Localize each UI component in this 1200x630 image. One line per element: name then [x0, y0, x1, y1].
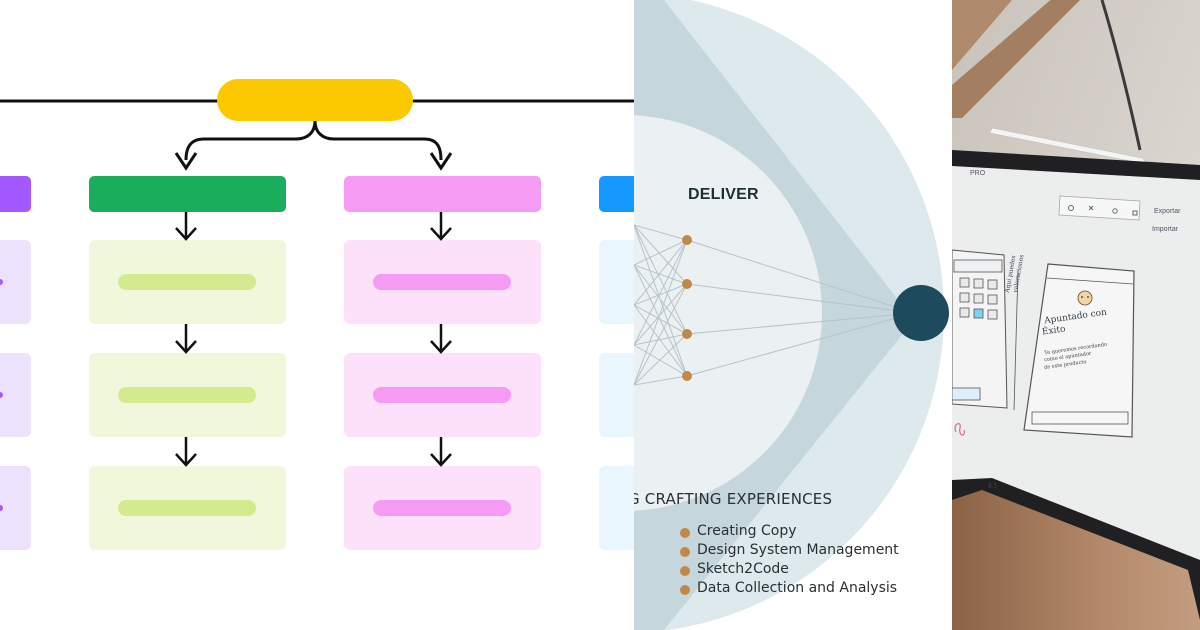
- network-node[interactable]: [682, 329, 692, 339]
- card-purple[interactable]: [0, 353, 31, 437]
- export-button[interactable]: Exportar: [1154, 208, 1181, 215]
- calculator-sketch: [952, 249, 1008, 409]
- side-divider: [1013, 269, 1019, 411]
- stage-label: DELIVER: [688, 186, 759, 203]
- list-item: Sketch2Code: [680, 561, 899, 580]
- tablet-photo: [952, 0, 1200, 630]
- confirm-button-sketch: [952, 387, 981, 401]
- list-item-label: Sketch2Code: [697, 561, 789, 577]
- arrow-head: [429, 152, 453, 171]
- column-header-blue[interactable]: [599, 176, 634, 212]
- capability-list: Creating Copy Design System Management S…: [680, 523, 899, 599]
- funnel-endpoint[interactable]: [893, 285, 949, 341]
- root-node[interactable]: [217, 79, 413, 121]
- column-header-green[interactable]: [89, 176, 286, 212]
- bullet-icon: [680, 528, 690, 538]
- inner-circle: [634, 115, 822, 511]
- list-item: Creating Copy: [680, 523, 899, 542]
- card-blue[interactable]: [599, 240, 634, 324]
- funnel-panel: DELIVER G CRAFTING EXPERIENCES Creating …: [634, 0, 952, 630]
- list-item-label: Creating Copy: [697, 523, 797, 539]
- card-pink-text-bar: [373, 500, 511, 516]
- arrow-head: [174, 152, 198, 171]
- funnel-diagram: [634, 0, 949, 630]
- bullet-icon: [680, 585, 690, 595]
- list-item-label: Data Collection and Analysis: [697, 580, 898, 596]
- phone-mock-divider: [1046, 277, 1134, 285]
- card-pink-text-bar: [373, 387, 511, 403]
- card-green-text-bar: [118, 387, 256, 403]
- card-pink-text-bar: [373, 274, 511, 290]
- list-item: Data Collection and Analysis: [680, 580, 899, 599]
- wooden-beam: [952, 0, 1080, 118]
- calculator-display: [953, 259, 1003, 273]
- column-header-pink[interactable]: [344, 176, 541, 212]
- flowchart-diagram: [0, 79, 634, 550]
- face-icon: [1077, 290, 1093, 306]
- phone-mock-sketch: [1023, 263, 1135, 438]
- card-marker: [0, 505, 3, 511]
- phone-mock-bottom-bar: [1031, 411, 1129, 425]
- card-marker: [0, 392, 3, 398]
- tablet-photo-panel: PRO Exportar Importar Apuntado con Éxito…: [952, 0, 1200, 630]
- list-item: Design System Management: [680, 542, 899, 561]
- tablet-pro-label: PRO: [970, 170, 986, 177]
- card-marker: [0, 279, 3, 285]
- network-lines: [634, 224, 915, 386]
- card-blue[interactable]: [599, 353, 634, 437]
- tablet-toolbar: [1058, 195, 1141, 221]
- list-item-label: Design System Management: [697, 542, 899, 558]
- handwritten-mark: E1: [988, 482, 998, 490]
- calculator-keys: [959, 277, 998, 320]
- down-arrow-icon: [175, 212, 197, 467]
- section-heading: G CRAFTING EXPERIENCES: [634, 490, 833, 508]
- branch-connector: [184, 120, 443, 161]
- network-node[interactable]: [682, 235, 692, 245]
- down-arrow-icon: [430, 212, 452, 467]
- pink-doodle: [954, 423, 965, 436]
- card-purple[interactable]: [0, 466, 31, 550]
- face-eye: [1087, 296, 1089, 298]
- face-eye: [1081, 296, 1083, 298]
- card-blue[interactable]: [599, 466, 634, 550]
- wooden-beam: [952, 0, 1012, 70]
- flowchart-panel: [0, 79, 634, 550]
- network-node[interactable]: [682, 279, 692, 289]
- cable: [1100, 0, 1142, 151]
- card-green-text-bar: [118, 274, 256, 290]
- card-green-text-bar: [118, 500, 256, 516]
- card-purple[interactable]: [0, 240, 31, 324]
- column-header-purple[interactable]: [0, 176, 31, 212]
- bullet-icon: [680, 547, 690, 557]
- bullet-icon: [680, 566, 690, 576]
- import-button[interactable]: Importar: [1152, 226, 1179, 233]
- toolbar-icons: [1068, 205, 1138, 216]
- network-node[interactable]: [682, 371, 692, 381]
